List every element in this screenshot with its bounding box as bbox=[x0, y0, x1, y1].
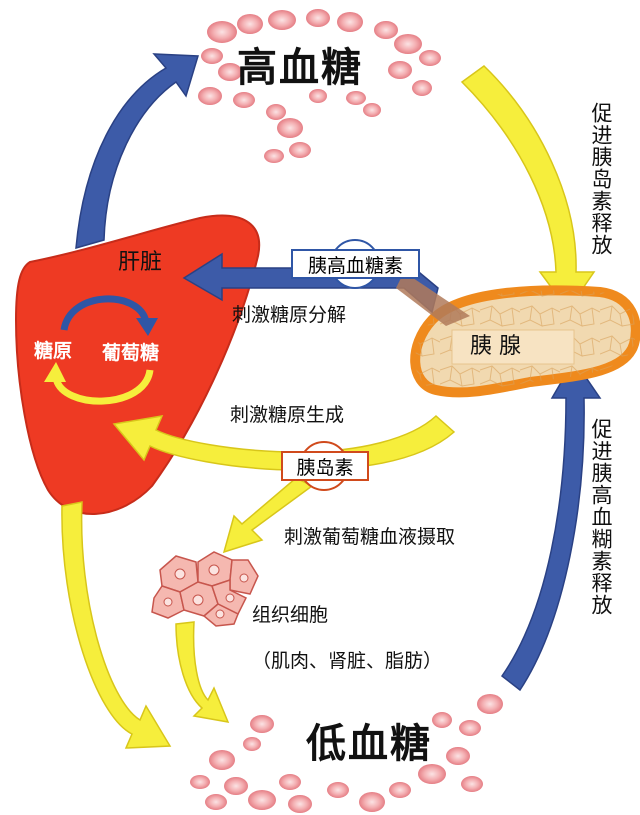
liver-shape bbox=[14, 214, 261, 515]
label-glycogen: 糖原 bbox=[34, 340, 73, 362]
label-tissue: 组织细胞 bbox=[252, 604, 329, 626]
insulin-tag-shape bbox=[281, 441, 369, 491]
arrow-liver-to-high bbox=[75, 53, 199, 250]
label-pancreas: 胰 腺 bbox=[470, 334, 521, 359]
arrow-low-to-pancreas bbox=[500, 358, 602, 692]
label-stim-uptake: 刺激葡萄糖血液摄取 bbox=[284, 526, 456, 548]
glucagon-tag-shape bbox=[291, 239, 420, 289]
arrow-glucagon-to-liver-tail bbox=[396, 272, 470, 326]
label-glucose: 葡萄糖 bbox=[102, 342, 160, 364]
cycle-arrow-blue bbox=[60, 295, 150, 331]
arrow-liver-to-low bbox=[61, 501, 172, 749]
cycle-arrow-yellow-head bbox=[44, 362, 66, 382]
label-low-glucose: 低血糖 bbox=[306, 721, 432, 767]
blood-cells-top bbox=[198, 9, 441, 163]
arrow-tissue-to-low bbox=[175, 621, 230, 723]
blood-cells-bottom bbox=[190, 694, 503, 813]
label-stim-synthesis: 刺激糖原生成 bbox=[230, 404, 345, 426]
arrow-high-to-pancreas bbox=[460, 65, 596, 312]
label-stim-breakdown: 刺激糖原分解 bbox=[232, 304, 347, 326]
cycle-arrow-blue-head bbox=[136, 318, 158, 336]
label-glucagon: 胰高血糖素 bbox=[307, 254, 403, 277]
label-high-glucose: 高血糖 bbox=[237, 45, 363, 91]
tissue-cells bbox=[151, 551, 259, 627]
label-tissue-examples: （肌肉、肾脏、脂肪） bbox=[252, 650, 443, 672]
label-insulin: 胰岛素 bbox=[296, 456, 354, 479]
tissue-cell-nuclei bbox=[163, 564, 249, 619]
arrow-insulin-to-tissue bbox=[222, 477, 314, 554]
cycle-arrow-yellow bbox=[52, 369, 154, 405]
pancreas-label-box bbox=[451, 329, 575, 365]
label-promote-glucagon: 促进胰高血糊素释放 bbox=[589, 418, 614, 616]
label-liver: 肝脏 bbox=[118, 250, 163, 275]
label-promote-insulin: 促进胰岛素释放 bbox=[589, 102, 614, 256]
